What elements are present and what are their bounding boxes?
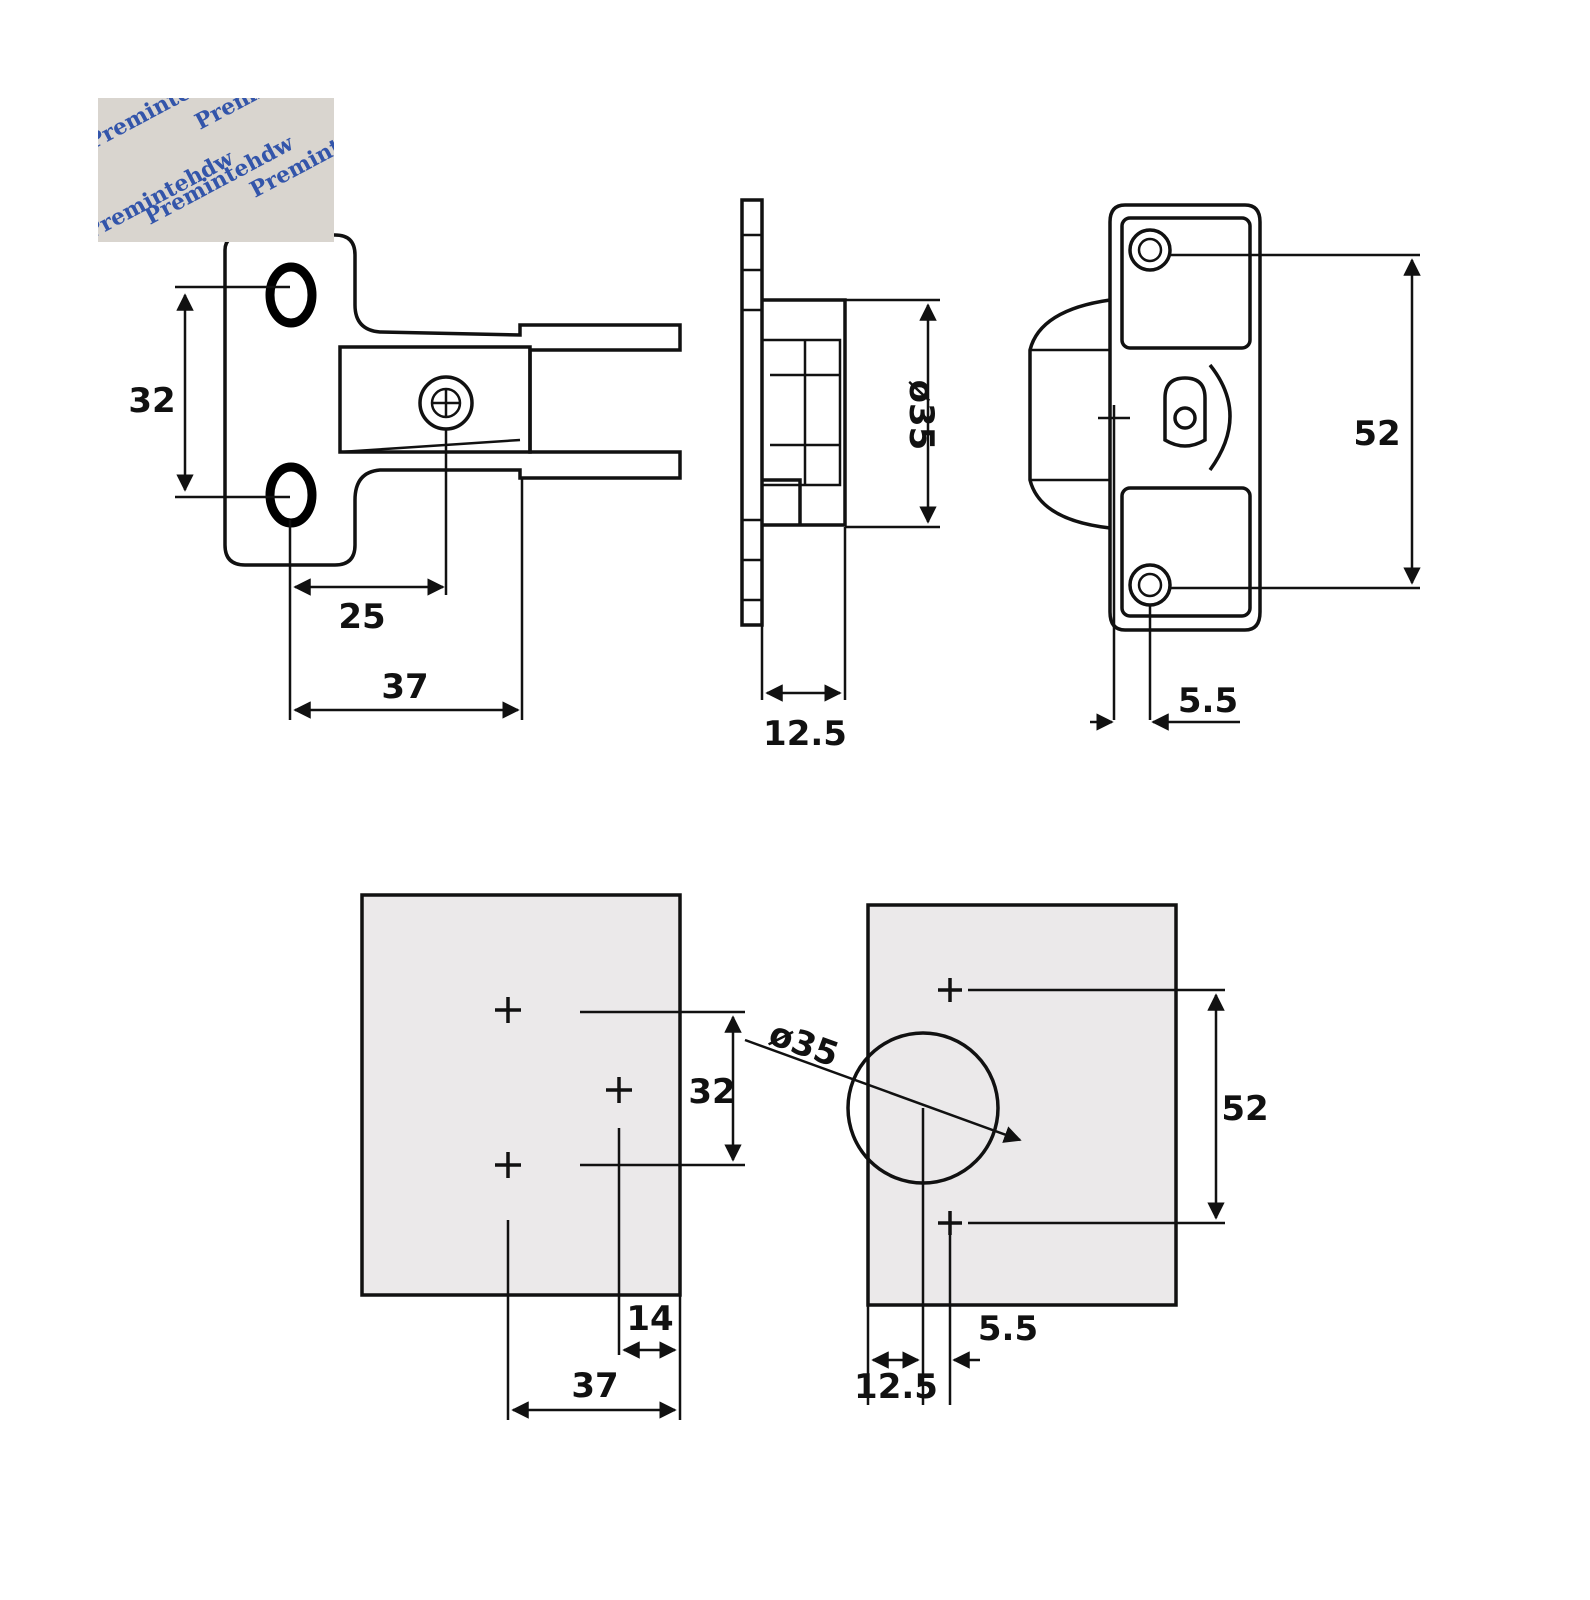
mounting-hole-bottom — [265, 462, 317, 528]
drill-mark-bottom — [938, 1211, 962, 1235]
screw-hole-top — [1128, 228, 1172, 272]
drill-mark-top — [495, 997, 521, 1023]
drill-mark-middle — [606, 1077, 632, 1103]
screw-hole-bottom — [1128, 563, 1172, 607]
dim-cup-depth-12-5: 12.5 — [763, 714, 847, 754]
drill-mark-bottom — [495, 1152, 521, 1178]
cup-body-profile — [762, 298, 847, 527]
dim-offset-5-5: 5.5 — [978, 1309, 1038, 1349]
dim-arm-length-37: 37 — [381, 667, 428, 707]
drill-mark-top — [938, 978, 962, 1002]
arm-body — [338, 345, 532, 454]
dim-distance-37: 37 — [571, 1366, 618, 1406]
mounting-plate-outline — [223, 233, 682, 567]
dim-hole-spacing-52: 52 — [1221, 1089, 1268, 1129]
dim-edge-distance-12-5: 12.5 — [854, 1367, 938, 1407]
dim-cup-diameter-35: ø35 — [764, 1014, 844, 1076]
hinge-front-view: 52 5.5 — [1028, 203, 1421, 731]
door-panel — [866, 903, 1178, 1307]
cup-plate-outline — [1108, 203, 1262, 632]
side-panel — [360, 893, 682, 1297]
dim-offset-14: 14 — [626, 1299, 673, 1339]
watermark-logo: Premintehdw Premintehdw Premintehdw Prem… — [98, 98, 334, 242]
cup-dome — [1028, 298, 1111, 530]
adjustment-screw-icon — [418, 375, 474, 431]
dim-cup-diameter-35: ø35 — [901, 380, 941, 451]
hinge-top-view: 32 25 37 — [128, 233, 682, 720]
door-panel-drilling-layout: ø35 52 12.5 5.5 — [744, 903, 1269, 1407]
dim-hole-spacing-32: 32 — [128, 381, 175, 421]
dim-offset-5-5: 5.5 — [1178, 681, 1238, 721]
dim-screw-offset-25: 25 — [338, 597, 385, 637]
dim-hole-spacing-52: 52 — [1353, 414, 1400, 454]
dim-hole-spacing-32: 32 — [688, 1072, 735, 1112]
mounting-hole-top — [265, 262, 317, 328]
hinge-side-view: ø35 12.5 — [740, 198, 941, 754]
side-panel-drilling-layout: 32 14 37 — [360, 893, 745, 1420]
